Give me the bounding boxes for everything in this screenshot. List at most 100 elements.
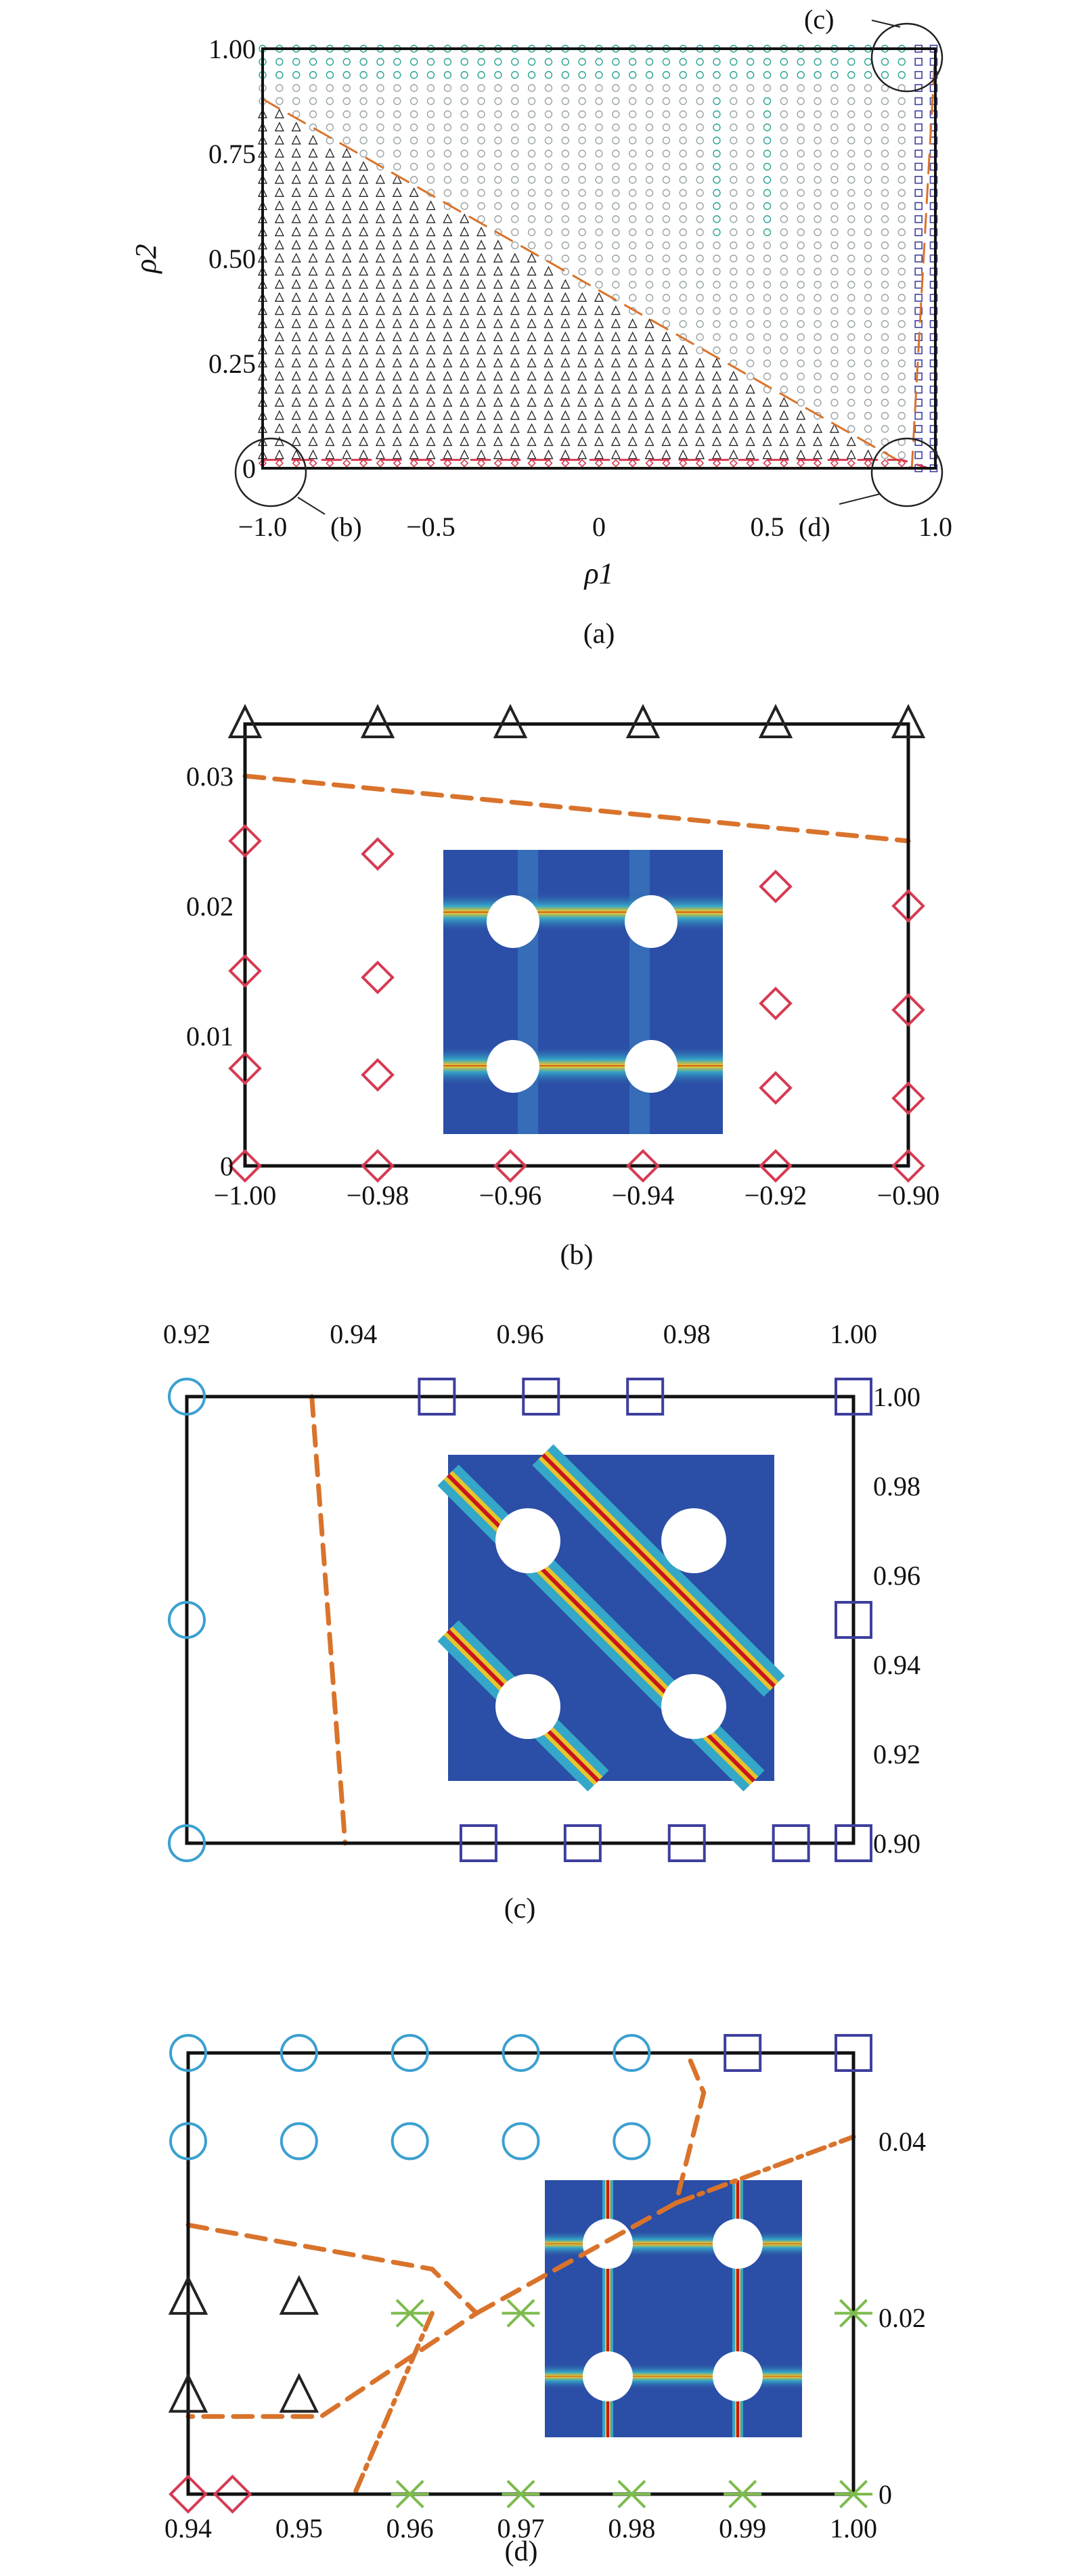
marker-circle — [679, 281, 687, 289]
marker-circle — [864, 58, 872, 66]
marker-triangle — [274, 240, 284, 250]
marker-triangle — [443, 410, 453, 420]
marker-asterisk — [613, 2479, 651, 2509]
marker-triangle — [627, 397, 638, 407]
marker-triangle — [577, 357, 587, 367]
marker-square — [929, 189, 938, 197]
marker-circle — [897, 189, 906, 197]
marker-circle — [679, 97, 687, 106]
marker-triangle — [762, 436, 772, 447]
marker-triangle — [594, 371, 604, 381]
marker-triangle — [409, 397, 419, 407]
marker-circle — [830, 399, 839, 407]
panel-c-inset — [437, 1444, 785, 1792]
callout-d-label: (d) — [799, 512, 830, 542]
marker-triangle — [644, 449, 654, 459]
marker-triangle — [227, 704, 263, 738]
marker-triangle — [392, 213, 402, 223]
marker-triangle — [627, 318, 638, 328]
marker-triangle — [610, 371, 621, 381]
marker-triangle — [543, 318, 554, 328]
marker-triangle — [594, 344, 604, 355]
marker-triangle — [375, 397, 385, 407]
marker-square — [929, 438, 938, 447]
marker-triangle — [527, 279, 537, 289]
marker-triangle — [527, 436, 537, 447]
marker-circle — [544, 84, 553, 92]
marker-triangle — [325, 279, 335, 289]
marker-circle — [696, 267, 704, 276]
marker-triangle — [375, 423, 385, 433]
marker-triangle — [610, 344, 621, 355]
marker-circle — [477, 202, 485, 210]
marker-circle — [797, 359, 805, 367]
marker-circle — [797, 150, 805, 158]
marker-circle — [460, 71, 468, 79]
marker-square — [835, 1378, 872, 1416]
marker-circle — [511, 241, 519, 250]
marker-triangle — [392, 266, 402, 276]
marker-circle — [629, 228, 637, 236]
marker-circle — [494, 176, 502, 184]
marker-circle — [561, 58, 569, 66]
marker-circle — [881, 202, 889, 210]
marker-circle — [679, 136, 687, 145]
marker-triangle — [409, 318, 419, 328]
marker-triangle — [359, 384, 369, 394]
marker-triangle — [342, 266, 352, 276]
marker-square — [929, 215, 938, 223]
marker-triangle — [678, 344, 688, 355]
marker-circle — [864, 215, 872, 223]
marker-triangle — [493, 305, 503, 315]
marker-circle — [409, 162, 418, 171]
marker-circle — [527, 215, 536, 223]
marker-triangle — [308, 135, 318, 145]
marker-triangle — [291, 148, 301, 158]
marker-triangle — [392, 449, 402, 459]
marker-circle — [359, 150, 368, 158]
marker-triangle — [392, 397, 402, 407]
marker-circle — [713, 215, 721, 223]
boundary-line — [474, 2050, 707, 2316]
marker-circle — [645, 162, 654, 171]
marker-circle — [544, 228, 553, 236]
marker-circle — [280, 2122, 318, 2161]
marker-triangle — [728, 384, 738, 394]
marker-square — [914, 294, 923, 302]
marker-triangle — [745, 436, 755, 447]
marker-triangle — [274, 213, 284, 223]
marker-triangle — [409, 449, 419, 459]
marker-circle — [847, 150, 856, 158]
marker-circle — [780, 254, 789, 263]
marker-circle — [679, 84, 687, 92]
marker-circle — [561, 136, 569, 145]
marker-circle — [730, 320, 738, 328]
marker-square — [929, 346, 938, 355]
marker-circle — [443, 162, 452, 171]
marker-circle — [645, 189, 654, 197]
marker-circle — [864, 425, 872, 433]
marker-triangle — [560, 397, 571, 407]
marker-triangle — [274, 226, 284, 237]
marker-circle — [511, 97, 519, 106]
marker-circle — [830, 136, 839, 145]
marker-circle — [443, 136, 452, 145]
marker-triangle — [342, 252, 352, 263]
marker-triangle — [409, 410, 419, 420]
marker-triangle — [510, 344, 520, 355]
marker-circle — [864, 281, 872, 289]
marker-triangle — [661, 449, 671, 459]
marker-circle — [561, 215, 569, 223]
marker-triangle — [644, 331, 654, 342]
marker-circle — [746, 84, 755, 92]
marker-circle — [713, 320, 721, 328]
marker-circle — [864, 162, 872, 171]
marker-circle — [679, 307, 687, 315]
boundary-line — [352, 2311, 435, 2497]
marker-triangle — [375, 292, 385, 302]
marker-circle — [746, 136, 755, 145]
marker-circle — [814, 162, 822, 171]
marker-triangle — [325, 357, 335, 367]
marker-diamond — [309, 459, 317, 468]
